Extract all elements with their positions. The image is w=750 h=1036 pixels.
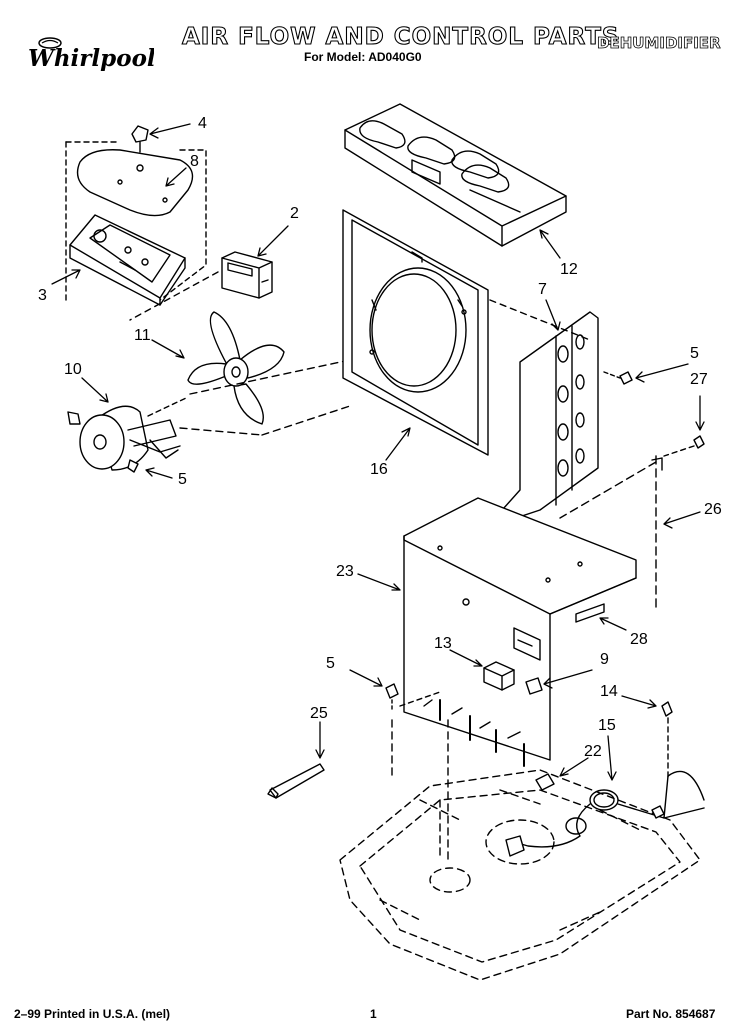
svg-text:Whirlpool: Whirlpool [28, 45, 154, 72]
power-cord [505, 770, 705, 857]
page-title: AIR FLOW AND CONTROL PARTS [181, 23, 620, 50]
switch-component [221, 251, 273, 299]
callout-7: 7 [538, 281, 547, 298]
coil-bracket [485, 311, 599, 529]
callout-12: 12 [560, 261, 578, 278]
callout-28: 28 [630, 631, 648, 648]
callout-10: 10 [64, 361, 82, 378]
whirlpool-logo: Whirlpool [28, 37, 154, 72]
fan-blade [187, 311, 285, 425]
callout-3: 3 [38, 287, 47, 304]
part-number: Part No. 854687 [626, 1007, 716, 1021]
callout-2: 2 [290, 205, 299, 222]
page-number: 1 [370, 1007, 377, 1021]
air-grille [344, 103, 567, 247]
callout-9: 9 [600, 651, 609, 668]
control-cover [76, 149, 194, 217]
callout-23: 23 [336, 563, 354, 580]
callout-5-bottom: 5 [326, 655, 335, 672]
callout-11: 11 [134, 327, 151, 344]
control-knob [131, 125, 149, 153]
callout-25: 25 [310, 705, 328, 722]
callout-26: 26 [704, 501, 722, 518]
callout-22: 22 [584, 743, 602, 760]
control-housing [69, 214, 186, 306]
callout-27: 27 [690, 371, 708, 388]
callout-15: 15 [598, 717, 616, 734]
callout-5-left: 5 [178, 471, 187, 488]
callout-14: 14 [600, 683, 618, 700]
fan-motor [67, 397, 187, 473]
callout-5-right: 5 [690, 345, 699, 362]
product-category: DEHUMIDIFIER [597, 34, 721, 53]
model-line: For Model: AD040G0 [304, 50, 422, 64]
callout-8: 8 [190, 153, 199, 170]
callout-13: 13 [434, 635, 452, 652]
callout-4: 4 [198, 115, 207, 132]
leader-arrows [51, 123, 705, 781]
print-info: 2–99 Printed in U.S.A. (mel) [14, 1007, 171, 1021]
fan-shroud [342, 209, 489, 456]
callout-16: 16 [370, 461, 388, 478]
base-pan [339, 719, 701, 981]
